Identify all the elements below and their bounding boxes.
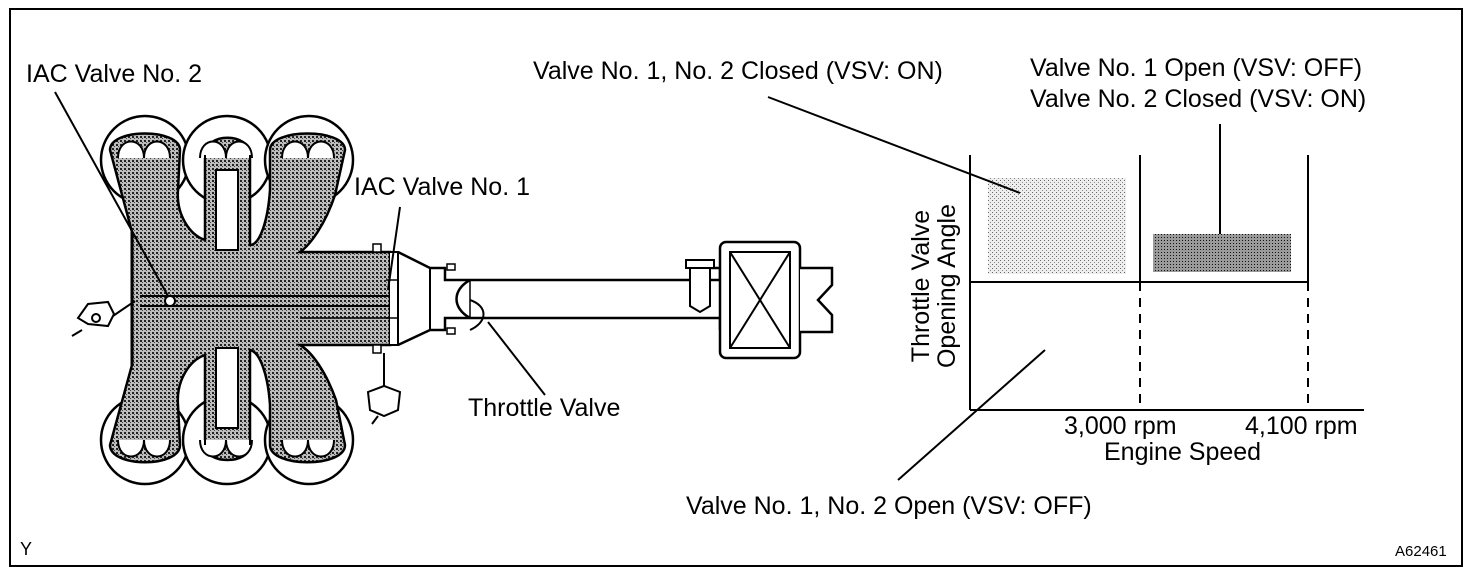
label-both-open: Valve No. 1, No. 2 Open (VSV: OFF)	[686, 492, 1092, 520]
corner-mark: Y	[20, 539, 32, 559]
duct-sensor	[689, 265, 711, 314]
iac-valve-2-actuator	[71, 300, 136, 337]
tick-label-3000: 3,000 rpm	[1064, 412, 1177, 440]
throttle-body-duct	[397, 240, 834, 360]
region-both-closed	[988, 178, 1126, 274]
tick-label-4100: 4,100 rpm	[1245, 412, 1358, 440]
operation-chart	[767, 96, 1364, 481]
y-axis-title: Throttle Valve Opening Angle	[907, 204, 961, 368]
iac-valve-2-seat	[164, 295, 176, 307]
throttle-valve-disk	[455, 278, 471, 320]
runner-gap-top	[215, 169, 239, 251]
intake-manifold	[99, 114, 399, 486]
y-axis-title-line2: Opening Angle	[933, 204, 961, 368]
leader-both-open	[897, 349, 1046, 481]
label-both-closed: Valve No. 1, No. 2 Closed (VSV: ON)	[533, 57, 943, 85]
runner-gap-bottom	[215, 347, 239, 429]
label-valve2-closed: Valve No. 2 Closed (VSV: ON)	[1030, 85, 1366, 113]
figure-code: A62461	[1395, 543, 1447, 560]
region-valve1-open	[1153, 234, 1291, 272]
x-axis-title: Engine Speed	[1104, 438, 1261, 466]
label-iac-valve-2: IAC Valve No. 2	[26, 60, 202, 88]
iac-valve-1-actuator	[366, 353, 402, 425]
label-iac-valve-1: IAC Valve No. 1	[354, 173, 530, 201]
leader-lines	[54, 91, 546, 396]
figure-border	[9, 8, 1463, 567]
leader-both-closed	[767, 96, 1021, 194]
label-valve1-open: Valve No. 1 Open (VSV: OFF)	[1030, 54, 1362, 82]
y-axis-title-line1: Throttle Valve	[907, 210, 935, 362]
label-throttle-valve: Throttle Valve	[468, 394, 620, 422]
